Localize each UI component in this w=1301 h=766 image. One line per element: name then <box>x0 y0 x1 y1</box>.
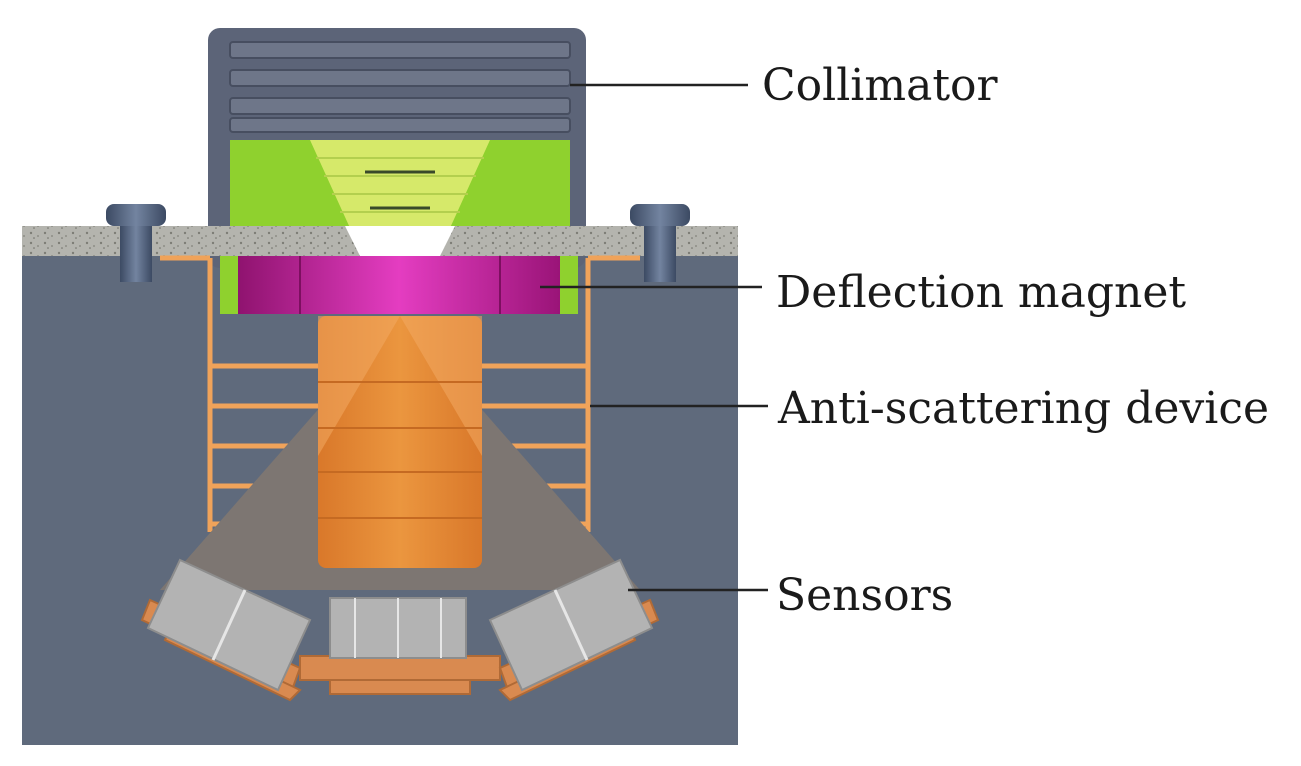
screw-left <box>106 204 166 282</box>
sensor-center <box>329 597 467 659</box>
collimator-label: Collimator <box>762 60 999 111</box>
collimator-plates <box>229 41 571 133</box>
anti-scattering-device <box>160 255 640 532</box>
deflection-magnet <box>238 256 560 314</box>
deflection-magnet-label: Deflection magnet <box>776 267 1186 318</box>
screw-right <box>630 204 690 282</box>
sensor-right <box>488 558 654 692</box>
sensors-label: Sensors <box>776 570 953 621</box>
collimator-assembly <box>208 28 586 268</box>
central-core <box>318 316 482 568</box>
anti-scattering-label: Anti-scattering device <box>777 383 1269 434</box>
sensor-left <box>146 558 312 692</box>
